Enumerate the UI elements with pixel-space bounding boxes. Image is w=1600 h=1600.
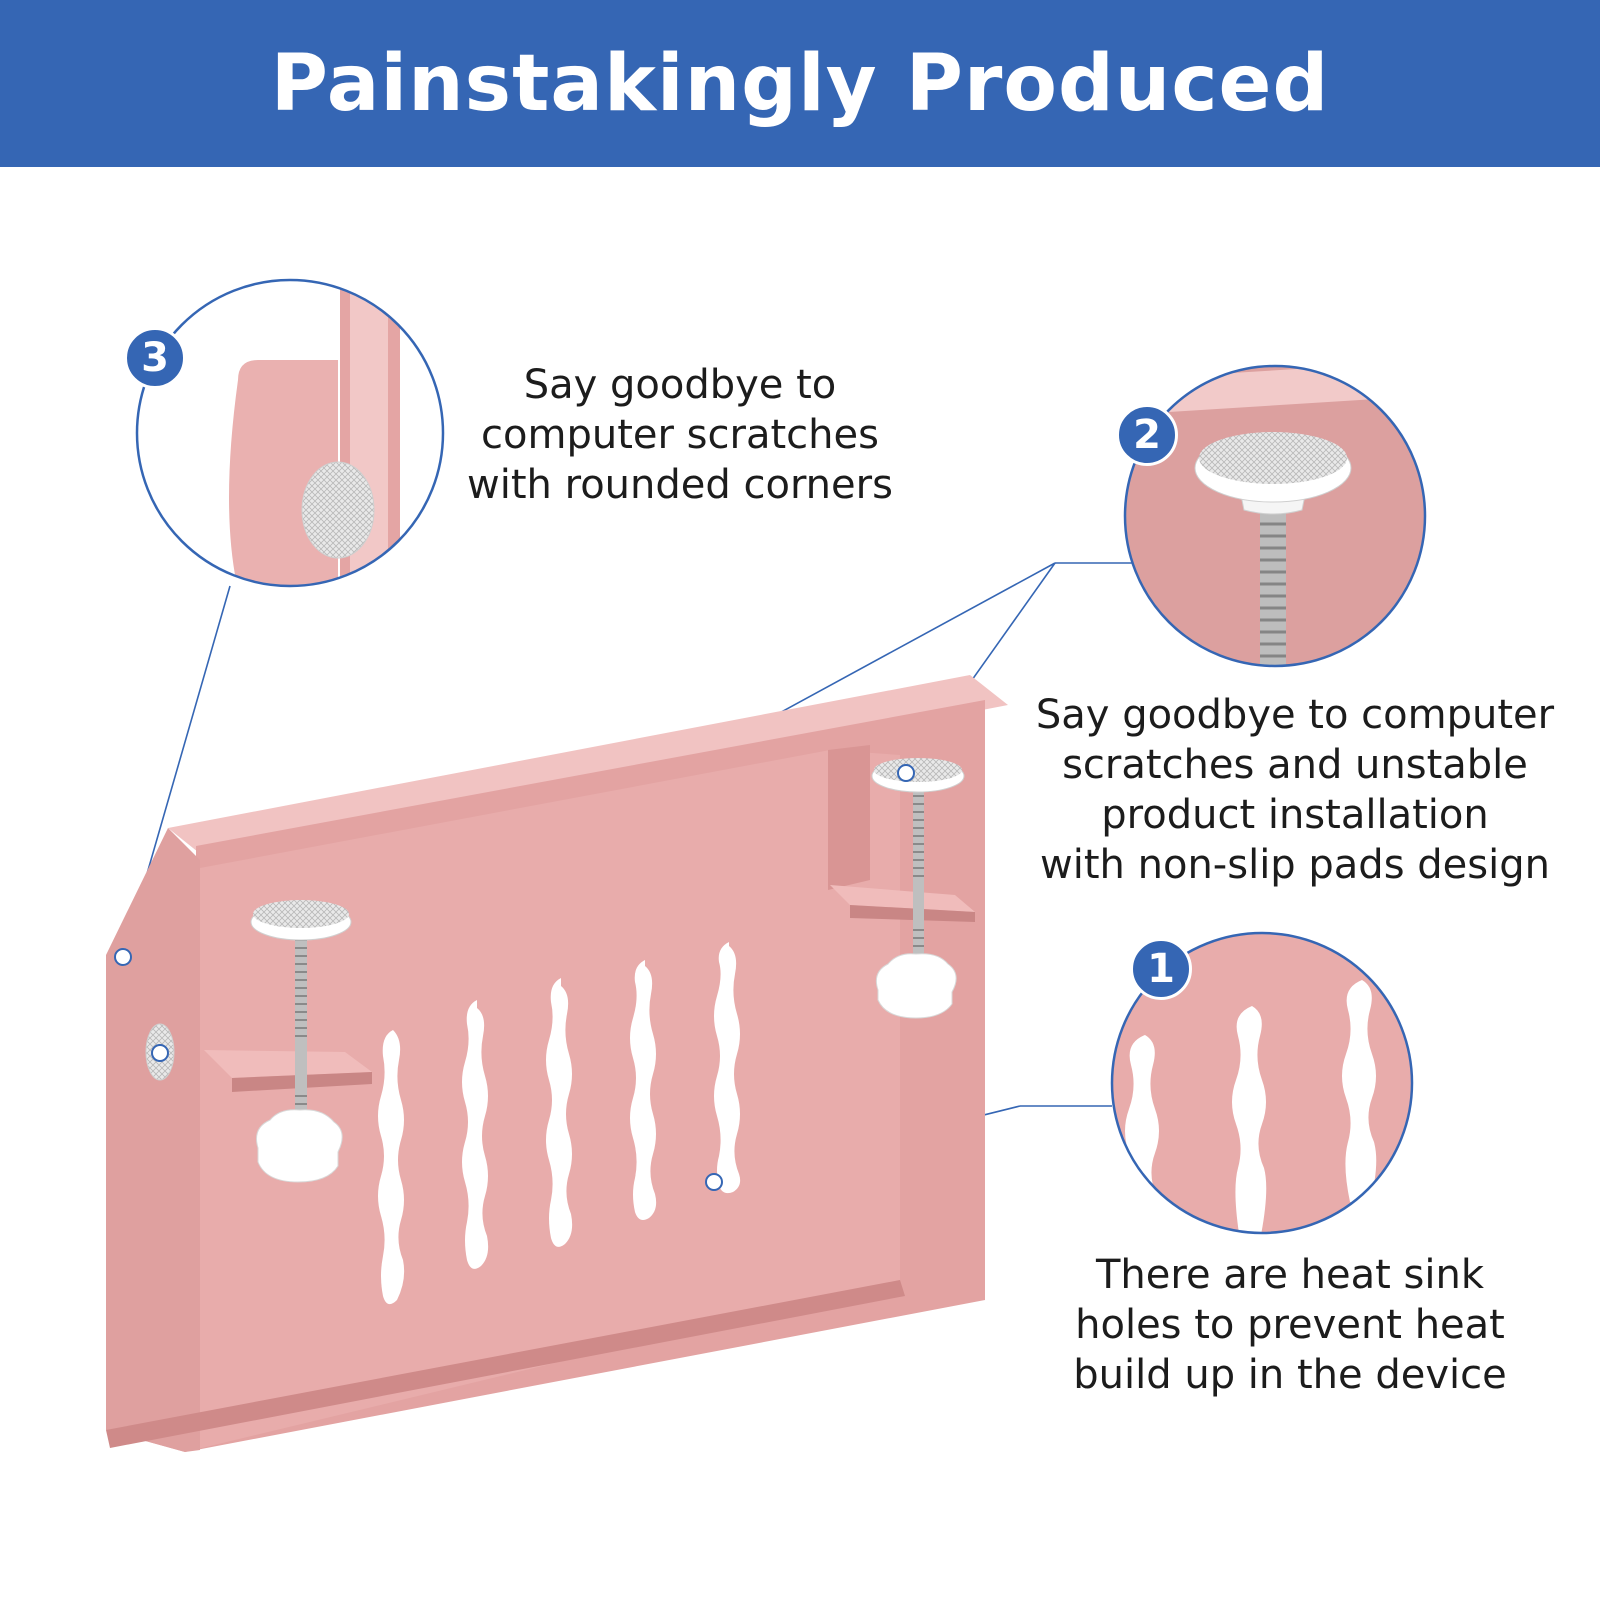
callout-line: Say goodbye to: [523, 362, 837, 408]
badge-2: 2: [1116, 404, 1178, 466]
callout-line: product installation: [1101, 792, 1489, 838]
callout-heat-sink: There are heat sink holes to prevent hea…: [1020, 1250, 1560, 1400]
callout-line: Say goodbye to computer: [1035, 692, 1555, 738]
zoom-circle-rounded-corners: [135, 278, 445, 588]
callout-line: with rounded corners: [467, 462, 893, 508]
callout-line: holes to prevent heat: [1075, 1302, 1505, 1348]
zoom-circle-heat-sink: [1110, 931, 1414, 1235]
heat-sink-slots: [378, 942, 741, 1305]
leader-dots: [114, 764, 915, 1191]
callout-line: computer scratches: [481, 412, 879, 458]
callout-line: There are heat sink: [1095, 1252, 1485, 1298]
zoom-circle-non-slip-pad: [1123, 364, 1427, 668]
badge-3: 3: [124, 327, 186, 389]
right-clamp-screw: [871, 758, 965, 1019]
pink-bracket: [106, 675, 1008, 1452]
callout-line: with non-slip pads design: [1040, 842, 1550, 888]
page-title: Painstakingly Produced: [270, 38, 1330, 129]
badge-1: 1: [1130, 938, 1192, 1000]
callout-line: scratches and unstable: [1062, 742, 1528, 788]
callout-non-slip-pads: Say goodbye to computer scratches and un…: [1000, 690, 1590, 890]
callout-rounded-corners: Say goodbye to computer scratches with r…: [440, 360, 920, 510]
title-banner: Painstakingly Produced: [0, 0, 1600, 167]
callout-line: build up in the device: [1073, 1352, 1507, 1398]
left-clamp-screw: [250, 900, 352, 1183]
